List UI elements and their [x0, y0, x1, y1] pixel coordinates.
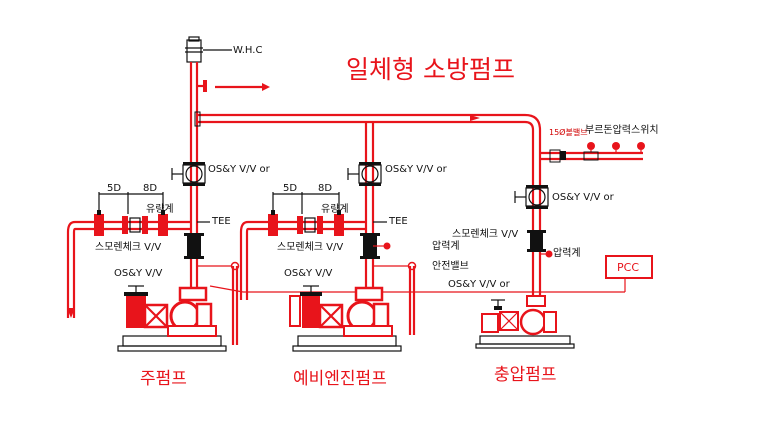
dim-5d-label-1: 5D [107, 183, 121, 194]
osy-or-label-2: OS&Y V/V or [385, 164, 448, 175]
pcc-label: PCC [617, 261, 639, 274]
flowmeter-label-1: 유량계 [146, 203, 174, 215]
osy-valve-engine-icon [347, 162, 382, 186]
engine-pump-icon [289, 285, 402, 352]
check-valve-jockey-icon [527, 230, 546, 252]
jockey-pump-icon [475, 295, 575, 349]
osy-label-1: OS&Y V/V [114, 268, 163, 279]
diagram-title: 일체형 소방펌프 [346, 55, 515, 84]
pcc-control-line [209, 255, 653, 293]
caption-jockey-pump: 충압펌프 [494, 365, 557, 385]
osy-label-2: OS&Y V/V [284, 268, 333, 279]
safety-valve-label: 안전밸브 [432, 260, 469, 272]
flowmeter-label-2: 유량계 [321, 203, 349, 215]
test-line-engine [239, 210, 387, 300]
check-valve-label-3: 스모렌체크 V/V [452, 228, 518, 240]
dim-8d-label-1: 8D [143, 183, 157, 194]
osy-valve-main-icon [171, 162, 206, 186]
caption-engine-pump: 예비엔진펌프 [293, 369, 387, 389]
check-valve-engine-icon [360, 233, 380, 259]
osy-or-label-4: OS&Y V/V or [448, 279, 511, 290]
pressure-gauge-label-1: 압력계 [432, 239, 460, 252]
dimension-marks-main [98, 192, 164, 214]
riser-to-pumps [189, 259, 375, 290]
tee-label-2: TEE [388, 216, 408, 227]
bourdon-switch-label: 부르돈압력스위치 [585, 123, 659, 136]
top-header-pipe [194, 111, 542, 131]
check-valve-label-2: 스모렌체크 V/V [277, 241, 343, 253]
pressure-gauge-label-2: 압력계 [553, 246, 581, 259]
ball-valve-label: 15Ø볼밸브 [549, 127, 588, 137]
main-riser-pipe [189, 62, 207, 245]
safety-line-main [197, 261, 240, 345]
pressure-gauge-engine-icon [373, 242, 391, 250]
whc-label: W.H.C [233, 45, 262, 56]
osy-valve-jockey-icon [514, 185, 549, 209]
main-pump-icon [117, 285, 227, 352]
osy-or-label-1: OS&Y V/V or [208, 164, 271, 175]
dimension-marks-engine [272, 192, 340, 214]
jockey-riser-pipe [531, 130, 542, 300]
caption-main-pump: 주펌프 [140, 369, 187, 389]
safety-valve-icon [373, 261, 417, 335]
test-line-main [66, 210, 210, 318]
dim-8d-label-2: 8D [318, 183, 332, 194]
pressure-switch-branch [540, 142, 645, 163]
flow-arrow-icon [215, 83, 270, 91]
whc-head [185, 36, 232, 63]
tee-label-1: TEE [211, 216, 231, 227]
check-valve-main-icon [184, 233, 204, 259]
check-valve-label-1: 스모렌체크 V/V [95, 241, 161, 253]
pressure-gauge-jockey-icon [540, 250, 553, 258]
osy-or-label-3: OS&Y V/V or [552, 192, 615, 203]
dim-5d-label-2: 5D [283, 183, 297, 194]
